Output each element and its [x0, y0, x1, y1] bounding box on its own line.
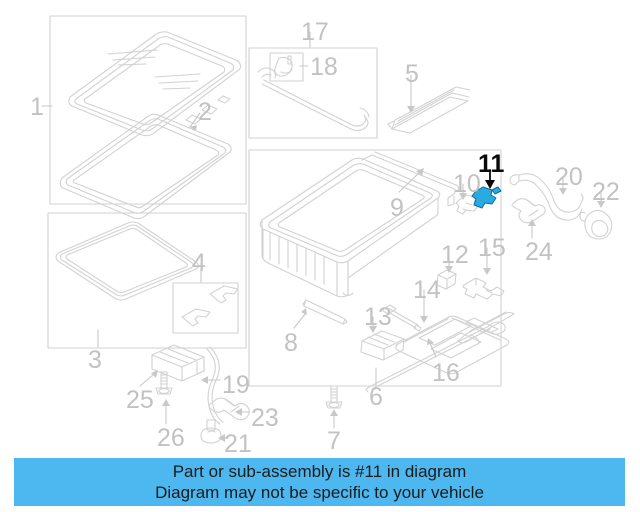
- callout-label-20: 20: [555, 163, 583, 191]
- callout-label-7: 7: [327, 427, 341, 455]
- group-box-1: [49, 15, 247, 205]
- group-box-18: [269, 52, 304, 82]
- group-box-main: [248, 149, 502, 387]
- part-grommet-12: [436, 269, 457, 290]
- caption-line-1: Part or sub-assembly is #11 in diagram: [172, 462, 467, 481]
- callout-label-5: 5: [405, 60, 419, 88]
- callout-label-19: 19: [222, 371, 250, 399]
- part-side-trim-5: [387, 86, 471, 134]
- callout-label-15: 15: [478, 234, 506, 262]
- part-sunroof-frame-9: [259, 151, 460, 298]
- callout-label-18: 18: [310, 53, 338, 81]
- callout-label-4: 4: [192, 249, 206, 277]
- callout-label-14: 14: [413, 276, 441, 304]
- callout-label-23: 23: [251, 404, 279, 432]
- part-highlight-11: [471, 186, 502, 209]
- group-box-4: [172, 282, 239, 334]
- callout-label-10: 10: [453, 170, 481, 198]
- leader-lines: [41, 31, 605, 442]
- callout-label-2: 2: [198, 98, 212, 126]
- part-screw-26: [155, 371, 173, 395]
- part-grommet-21: [200, 419, 222, 444]
- leader-line-11: [485, 169, 495, 189]
- callout-label-8: 8: [284, 329, 298, 357]
- callout-label-12: 12: [441, 241, 469, 269]
- part-glass-panel: [68, 31, 242, 137]
- callout-label-3: 3: [88, 346, 102, 374]
- part-rubber-22: [579, 209, 613, 240]
- callout-label-26: 26: [157, 424, 185, 452]
- part-connector-23: [208, 397, 250, 421]
- part-seal-strip-6: [457, 311, 515, 344]
- part-drain-hose-19: [205, 346, 224, 425]
- part-clips-4: [181, 285, 239, 327]
- callout-label-21: 21: [224, 430, 252, 458]
- callout-label-11: 11: [478, 150, 505, 178]
- part-corner-clip-18: [274, 55, 293, 77]
- part-trim-8: [302, 299, 348, 325]
- part-motor-25: [151, 344, 205, 382]
- callout-label-24: 24: [525, 238, 553, 266]
- callout-label-13: 13: [364, 303, 392, 331]
- callout-label-25: 25: [126, 386, 154, 414]
- callout-label-9: 9: [390, 194, 404, 222]
- callout-label-6: 6: [369, 383, 383, 411]
- caption-line-2: Diagram may not be specific to your vehi…: [155, 483, 484, 502]
- callout-label-22: 22: [592, 178, 620, 206]
- part-block-13: [360, 330, 405, 361]
- callout-label-17: 17: [301, 18, 329, 46]
- part-clamp-24: [511, 197, 546, 224]
- part-screw-14: [381, 304, 422, 332]
- part-glass-seal: [59, 113, 232, 220]
- caption-banner: Part or sub-assembly is #11 in diagram D…: [14, 458, 625, 506]
- callout-label-16: 16: [432, 359, 460, 387]
- part-sunshade: [55, 221, 200, 301]
- group-box-17: [248, 47, 378, 139]
- part-hose-20: [509, 173, 584, 221]
- part-bolt-7: [325, 385, 343, 409]
- callout-label-1: 1: [30, 93, 44, 121]
- group-box-3: [47, 212, 247, 349]
- part-latch-15: [462, 277, 505, 300]
- part-drain-tube-17: [257, 67, 370, 132]
